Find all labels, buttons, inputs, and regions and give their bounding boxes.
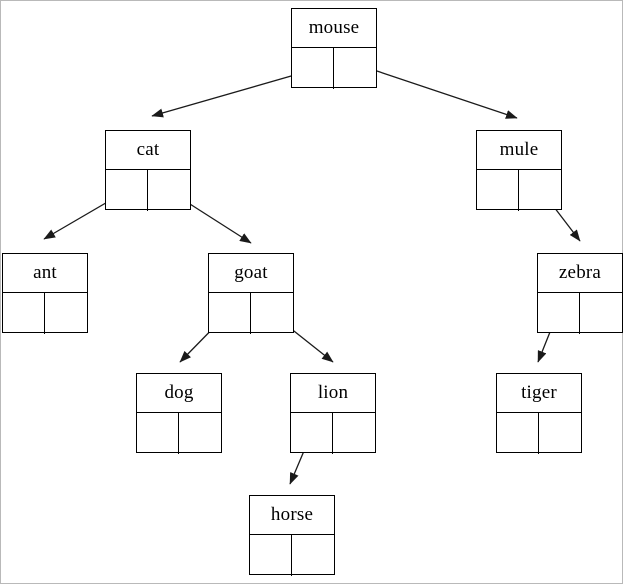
left-pointer-cell[interactable] xyxy=(477,170,519,211)
right-pointer-cell[interactable] xyxy=(148,170,190,211)
tree-node-mule[interactable]: mule xyxy=(476,130,562,211)
tree-node-cat[interactable]: cat xyxy=(105,130,191,211)
tree-node-ant[interactable]: ant xyxy=(2,253,88,334)
node-label: mouse xyxy=(308,17,360,38)
left-pointer-cell[interactable] xyxy=(497,413,539,454)
left-pointer-cell[interactable] xyxy=(538,293,580,334)
right-pointer-cell[interactable] xyxy=(539,413,581,454)
left-pointer-cell[interactable] xyxy=(137,413,179,454)
left-pointer-cell[interactable] xyxy=(291,413,333,454)
right-pointer-cell[interactable] xyxy=(333,413,375,454)
node-label: mule xyxy=(499,139,539,160)
node-label: ant xyxy=(33,262,57,283)
right-pointer-cell[interactable] xyxy=(334,48,376,89)
node-pointer-row xyxy=(250,534,334,576)
edge-mouse-left-to-cat xyxy=(151,69,313,118)
node-label: horse xyxy=(270,504,314,525)
node-pointer-row xyxy=(477,169,561,211)
right-pointer-cell[interactable] xyxy=(251,293,293,334)
node-pointer-row xyxy=(106,169,190,211)
tree-node-goat[interactable]: goat xyxy=(208,253,294,334)
right-pointer-cell[interactable] xyxy=(179,413,221,454)
node-pointer-row xyxy=(497,412,581,454)
right-pointer-cell[interactable] xyxy=(580,293,622,334)
tree-node-tiger[interactable]: tiger xyxy=(496,373,582,454)
left-pointer-cell[interactable] xyxy=(250,535,292,576)
tree-node-dog[interactable]: dog xyxy=(136,373,222,454)
right-pointer-cell[interactable] xyxy=(292,535,334,576)
node-pointer-row xyxy=(137,412,221,454)
node-label: tiger xyxy=(521,382,557,403)
node-pointer-row xyxy=(3,292,87,334)
left-pointer-cell[interactable] xyxy=(292,48,334,89)
left-pointer-cell[interactable] xyxy=(3,293,45,334)
tree-node-zebra[interactable]: zebra xyxy=(537,253,623,334)
tree-node-mouse[interactable]: mouse xyxy=(291,8,377,89)
right-pointer-cell[interactable] xyxy=(45,293,87,334)
node-pointer-row xyxy=(291,412,375,454)
node-label: lion xyxy=(317,382,349,403)
node-pointer-row xyxy=(538,292,622,334)
left-pointer-cell[interactable] xyxy=(106,170,148,211)
node-label: goat xyxy=(234,262,268,283)
left-pointer-cell[interactable] xyxy=(209,293,251,334)
tree-node-lion[interactable]: lion xyxy=(290,373,376,454)
node-label: dog xyxy=(164,382,194,403)
node-label: zebra xyxy=(558,262,602,283)
node-pointer-row xyxy=(292,47,376,89)
tree-node-horse[interactable]: horse xyxy=(249,495,335,576)
right-pointer-cell[interactable] xyxy=(519,170,561,211)
edge-mouse-right-to-mule xyxy=(355,63,518,119)
node-label: cat xyxy=(136,139,160,160)
node-pointer-row xyxy=(209,292,293,334)
